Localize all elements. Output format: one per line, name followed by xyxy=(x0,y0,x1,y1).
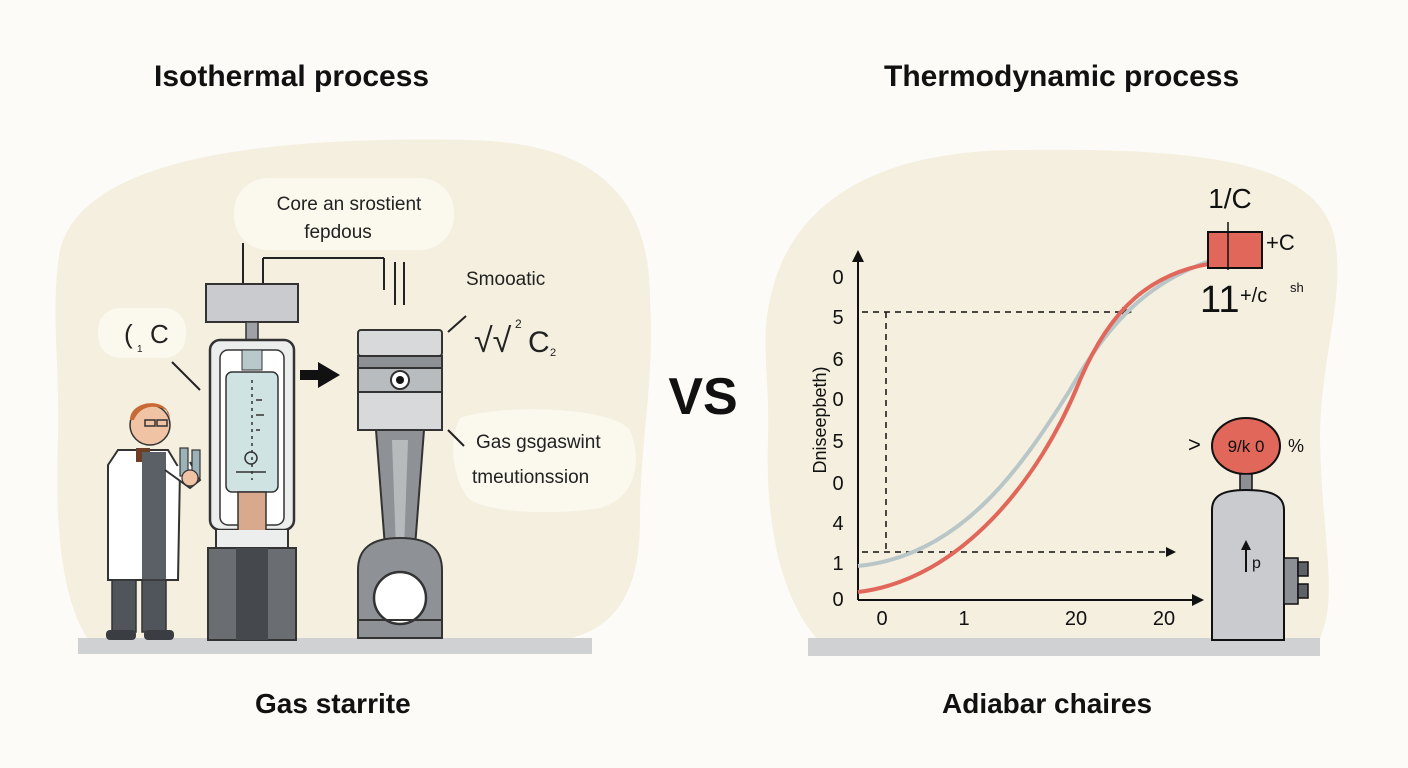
svg-text:20: 20 xyxy=(1065,608,1087,630)
svg-text:2: 2 xyxy=(515,317,522,331)
smooth-label: Smooatic xyxy=(466,269,545,290)
svg-text:4: 4 xyxy=(832,513,843,535)
red-box xyxy=(1207,222,1263,270)
right-title: Thermodynamic process xyxy=(884,60,1240,93)
box-right-label: +C xyxy=(1266,230,1295,255)
right-background-blob xyxy=(765,149,1338,642)
x-tick-labels: 0 1 20 20 xyxy=(876,608,1175,630)
bubble-top-line-1: Core an srostient xyxy=(277,194,422,215)
scientist-figure xyxy=(106,403,202,640)
formula-pointer xyxy=(447,315,467,333)
dashed-arrow-bottom xyxy=(1166,547,1176,557)
curve-blue xyxy=(857,256,1219,568)
svg-text:0: 0 xyxy=(876,608,887,630)
left-small-bubble: ( 1 C xyxy=(98,308,201,391)
svg-text:(: ( xyxy=(124,319,133,349)
box-top-label: 1/C xyxy=(1208,183,1252,214)
chart-axes xyxy=(852,250,1204,606)
formula: √√ 2 C 2 xyxy=(474,317,556,360)
box-bottom-sup: sh xyxy=(1290,280,1304,295)
gauge-icon xyxy=(1211,417,1281,493)
right-floor xyxy=(808,638,1320,656)
isothermal-cylinder xyxy=(205,283,299,641)
svg-text:C: C xyxy=(150,319,169,349)
bottom-speech-bubble: Gas gsgaswint tmeutionssion xyxy=(447,409,636,513)
left-caption: Gas starrite xyxy=(255,688,411,719)
y-axis-label: Dniseepbeth) xyxy=(810,366,830,473)
dashed-guides xyxy=(862,311,1168,553)
left-background-blob xyxy=(55,139,652,642)
y-tick-labels: 0 5 6 0 5 0 4 1 0 xyxy=(832,267,843,611)
svg-text:5: 5 xyxy=(832,307,843,329)
right-caption: Adiabar chaires xyxy=(942,688,1153,719)
svg-text:5: 5 xyxy=(832,431,843,453)
svg-text:C: C xyxy=(528,326,550,359)
top-bubble-connectors xyxy=(242,243,405,305)
svg-text:Gas gsgaswint: Gas gsgaswint xyxy=(476,432,601,453)
gauge-value: 9/k 0 xyxy=(1228,437,1265,456)
svg-text:0: 0 xyxy=(832,389,843,411)
piston-connecting-rod xyxy=(357,329,443,639)
svg-text:1: 1 xyxy=(958,608,969,630)
left-floor xyxy=(78,638,592,654)
right-arrow-icon xyxy=(300,362,340,388)
tank-label: p xyxy=(1252,555,1261,572)
svg-text:1: 1 xyxy=(137,344,143,355)
svg-text:6: 6 xyxy=(832,349,843,371)
svg-text:0: 0 xyxy=(832,267,843,289)
left-title: Isothermal process xyxy=(154,60,430,93)
gauge-right-mark: % xyxy=(1288,436,1304,456)
svg-text:2: 2 xyxy=(550,347,556,359)
svg-text:tmeutionssion: tmeutionssion xyxy=(472,467,589,488)
bubble-top-line-2: fepdous xyxy=(304,222,372,243)
svg-text:0: 0 xyxy=(832,473,843,495)
top-speech-bubble: Core an srostient fepdous xyxy=(234,178,454,250)
gauge-left-mark: > xyxy=(1188,432,1201,457)
vs-label: VS xyxy=(668,368,737,426)
svg-text:√√: √√ xyxy=(474,322,512,360)
gas-tank xyxy=(1211,488,1309,641)
svg-text:1: 1 xyxy=(832,553,843,575)
svg-text:0: 0 xyxy=(832,589,843,611)
box-bottom-big: 11 xyxy=(1200,279,1239,321)
svg-text:20: 20 xyxy=(1153,608,1175,630)
curve-red xyxy=(857,260,1223,594)
box-bottom-small: +/c xyxy=(1240,285,1267,307)
